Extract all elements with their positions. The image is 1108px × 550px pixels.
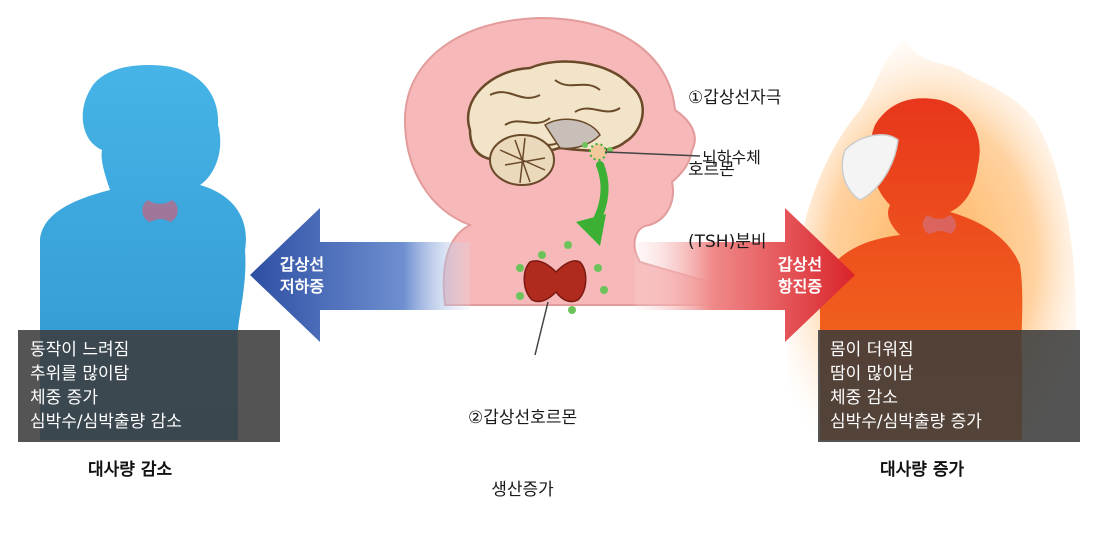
- pituitary-pointer: [604, 151, 701, 157]
- hormone-pointer: [534, 301, 549, 356]
- brain-illustration: [466, 60, 644, 186]
- hyper-symptom: 체중 감소: [830, 388, 898, 408]
- hypo-symptom: 심박수/심박출량 감소: [30, 412, 182, 432]
- hyper-symptom-box: 몸이 더워짐 땀이 많이남 체중 감소 심박수/심박출량 증가: [818, 330, 1080, 442]
- hypo-arrow: [250, 208, 470, 342]
- hypo-symptom: 추위를 많이탐: [30, 364, 130, 384]
- pituitary-label: 뇌하수체: [702, 148, 761, 167]
- hyper-arrow: [635, 208, 855, 342]
- signal-arrow: [576, 142, 613, 246]
- hypo-arrow-label: 갑상선 저하증: [279, 255, 325, 296]
- hypo-symptom: 동작이 느려짐: [30, 340, 130, 360]
- towel-icon: [841, 134, 899, 201]
- hyper-arrow-label: 갑상선 항진증: [777, 255, 823, 296]
- hypo-symptom: 체중 증가: [30, 388, 98, 408]
- hyper-caption: 대사량 증가: [880, 460, 965, 480]
- tsh-label: ①갑상선자극 호르몬 (TSH)분비: [688, 88, 782, 252]
- thyroid-diagram: ①갑상선자극 호르몬 (TSH)분비 뇌하수체 ②갑상선호르몬 생산증가 갑상선…: [18, 16, 1080, 500]
- hyper-symptom: 몸이 더워짐: [830, 340, 914, 360]
- hyper-symptom: 심박수/심박출량 증가: [830, 412, 982, 432]
- hyper-symptom: 땀이 많이남: [830, 364, 914, 384]
- hypo-caption: 대사량 감소: [88, 460, 173, 480]
- hormone-label: ②갑상선호르몬 생산증가: [468, 408, 578, 500]
- hypo-symptom-box: 동작이 느려짐 추위를 많이탐 체중 증가 심박수/심박출량 감소: [18, 330, 280, 442]
- thyroid-gland-icon: [516, 241, 608, 314]
